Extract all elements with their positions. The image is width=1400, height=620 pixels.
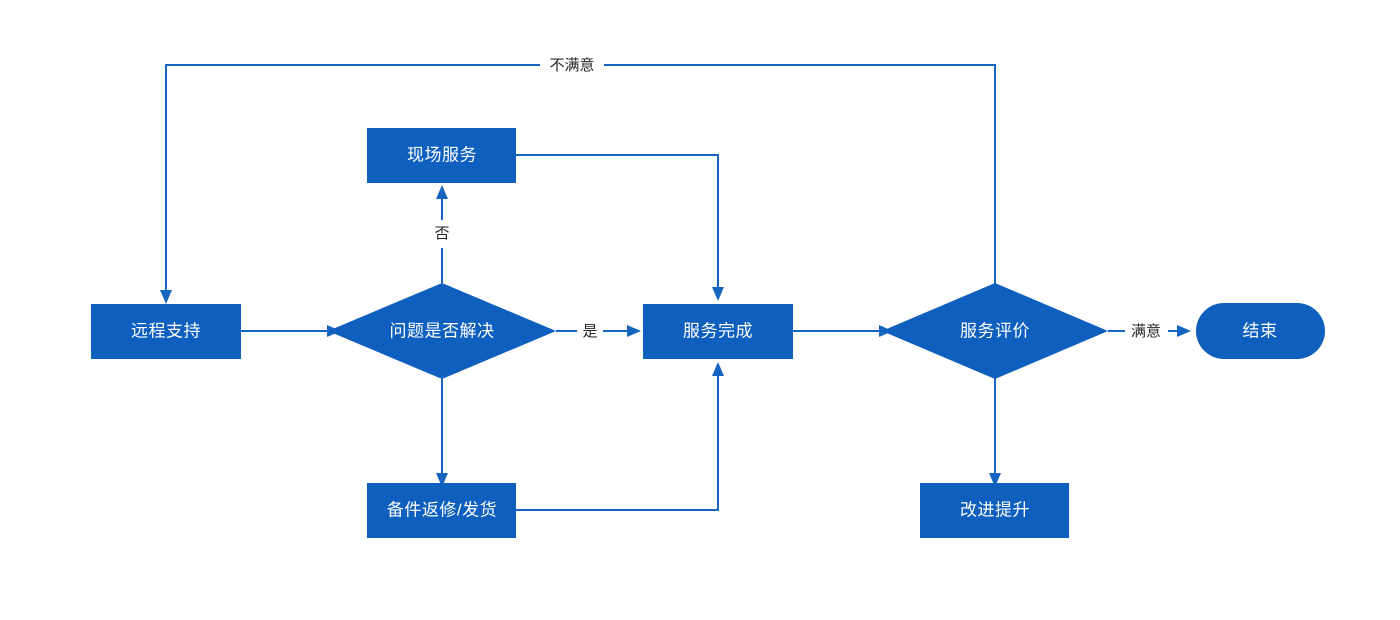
edge-arrowhead-into-improvement xyxy=(989,473,1001,487)
node-shape-parts-repair-ship xyxy=(367,483,516,538)
edge-arrowhead-into-remote-support xyxy=(160,290,172,304)
edge-arrowhead-into-onsite-service xyxy=(436,185,448,199)
node-service-rating[interactable]: 服务评价 xyxy=(882,283,1108,379)
edge-arrowhead-into-service-complete-top xyxy=(712,287,724,301)
edge-label-no: 否 xyxy=(434,225,449,242)
node-end[interactable]: 结束 xyxy=(1196,303,1325,359)
node-label-improvement: 改进提升 xyxy=(960,500,1030,519)
node-remote-support[interactable]: 远程支持 xyxy=(91,304,241,359)
node-shape-onsite-service xyxy=(367,128,516,183)
edge-remote-support-to-decision xyxy=(241,325,341,337)
edge-label-yes: 是 xyxy=(582,323,597,340)
node-problem-resolved[interactable]: 问题是否解决 xyxy=(328,283,556,379)
node-shape-end xyxy=(1196,303,1325,359)
node-shape-remote-support xyxy=(91,304,241,359)
node-shape-service-rating xyxy=(882,283,1108,379)
node-onsite-service[interactable]: 现场服务 xyxy=(367,128,516,183)
node-label-service-complete: 服务完成 xyxy=(683,321,753,340)
edge-arrowhead-into-parts xyxy=(436,473,448,487)
edge-parts-to-service-complete xyxy=(516,362,724,511)
edge-label-unsatisfied: 不满意 xyxy=(549,56,594,74)
edge-decision-to-service-complete: 是 xyxy=(556,323,641,340)
node-label-service-rating: 服务评价 xyxy=(960,321,1030,340)
edge-rating-to-improvement xyxy=(989,376,1001,487)
edge-decision-to-onsite: 否 xyxy=(434,185,450,283)
node-label-remote-support: 远程支持 xyxy=(131,321,201,340)
node-improvement[interactable]: 改进提升 xyxy=(920,483,1069,538)
node-label-parts-repair-ship: 备件返修/发货 xyxy=(387,500,497,519)
edge-rating-to-remote-support: 不满意 xyxy=(160,56,996,304)
node-service-complete[interactable]: 服务完成 xyxy=(643,304,793,359)
node-shape-service-complete xyxy=(643,304,793,359)
edge-line-top-to-remote xyxy=(165,64,540,293)
edge-decision-to-parts xyxy=(436,379,448,487)
edge-line-rating-up-left xyxy=(604,64,996,287)
edge-line-onsite-right-down xyxy=(516,154,719,290)
edge-arrowhead-into-service-complete-bottom xyxy=(712,362,724,376)
node-shape-improvement xyxy=(920,483,1069,538)
edge-label-satisfied: 满意 xyxy=(1131,322,1161,340)
node-parts-repair-ship[interactable]: 备件返修/发货 xyxy=(367,483,516,538)
edge-arrowhead-into-end xyxy=(1177,325,1191,337)
edge-rating-to-end: 满意 xyxy=(1108,322,1191,340)
node-label-onsite-service: 现场服务 xyxy=(407,145,477,164)
node-label-end: 结束 xyxy=(1243,321,1278,340)
node-label-problem-resolved: 问题是否解决 xyxy=(390,321,495,340)
edge-onsite-to-service-complete xyxy=(516,154,724,301)
node-shape-problem-resolved xyxy=(328,283,556,379)
edge-line-parts-right-up xyxy=(516,373,719,511)
edge-service-complete-to-rating xyxy=(793,325,893,337)
edge-arrowhead-into-service-complete-left xyxy=(627,325,641,337)
